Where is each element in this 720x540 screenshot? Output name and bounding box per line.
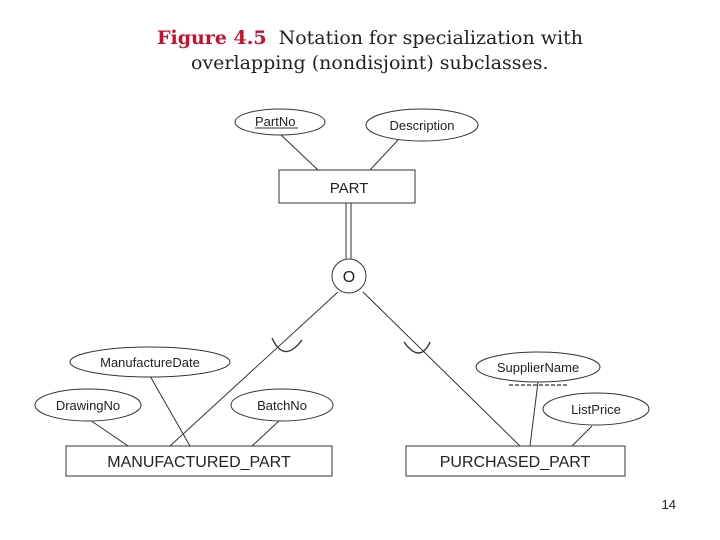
description-link [369, 139, 399, 171]
figure-caption: Figure 4.5 Notation for specialization wi… [157, 26, 583, 76]
entity-part-label: PART [330, 180, 369, 197]
partno-link [279, 133, 319, 171]
attribute-drawingno-label: DrawingNo [56, 398, 120, 413]
attribute-suppliername-label: SupplierName [497, 360, 579, 375]
entity-purchased-part-label: PURCHASED_PART [440, 454, 591, 471]
attribute-batchno-label: BatchNo [257, 398, 307, 413]
attribute-manufacturedate: ManufactureDate [69, 346, 231, 378]
entity-part: PART [278, 169, 416, 204]
circle-to-purchased-line [362, 291, 521, 447]
circle-to-manufactured-line [169, 291, 339, 447]
attribute-partno-label: PartNo [255, 114, 295, 129]
entity-purchased-part: PURCHASED_PART [405, 445, 626, 477]
attribute-listprice: ListPrice [542, 392, 650, 426]
attribute-suppliername: SupplierName [475, 351, 601, 386]
overlap-circle: O [331, 258, 367, 294]
batchno-link [251, 419, 281, 447]
drawingno-link [89, 419, 129, 447]
entity-manufactured-part-label: MANUFACTURED_PART [107, 454, 291, 471]
listprice-link [571, 425, 593, 447]
attribute-manufacturedate-label: ManufactureDate [100, 355, 200, 370]
subset-symbol-purchased [403, 341, 431, 354]
figure-title-line1: Notation for specialization with [278, 27, 583, 49]
attribute-batchno: BatchNo [230, 388, 334, 422]
entity-manufactured-part: MANUFACTURED_PART [65, 445, 333, 477]
attribute-description-label: Description [389, 118, 454, 133]
attribute-description: Description [365, 108, 479, 142]
attribute-listprice-label: ListPrice [571, 402, 621, 417]
overlap-symbol: O [343, 269, 355, 286]
page-number: 14 [661, 497, 676, 512]
attribute-drawingno: DrawingNo [34, 388, 142, 422]
manufacturedate-link [149, 375, 191, 447]
figure-label: Figure 4.5 [157, 27, 267, 49]
subset-symbol-manufactured [271, 337, 303, 353]
attribute-partno: PartNo [234, 108, 326, 136]
suppliername-link [529, 381, 539, 447]
figure-title-line2: overlapping (nondisjoint) subclasses. [191, 52, 549, 74]
